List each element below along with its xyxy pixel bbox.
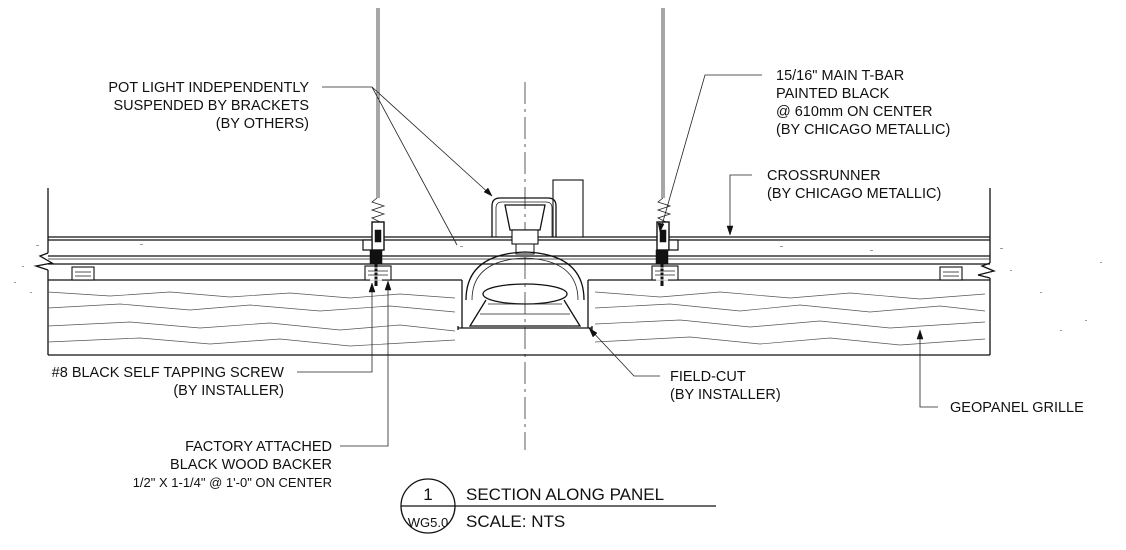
crossrunner-line-1: CROSSRUNNER <box>767 168 881 184</box>
field-cut-line-2: (BY INSTALLER) <box>670 387 781 403</box>
label-crossrunner: CROSSRUNNER (BY CHICAGO METALLIC) <box>767 168 941 202</box>
crossrunner-line-2: (BY CHICAGO METALLIC) <box>767 186 941 202</box>
screw-line-2: (BY INSTALLER) <box>173 383 284 399</box>
break-lines <box>33 188 997 355</box>
detail-scale: SCALE: NTS <box>466 512 565 531</box>
field-cut-line-1: FIELD-CUT <box>670 369 746 385</box>
speckles <box>14 244 1102 331</box>
field-cut-edges <box>457 280 593 330</box>
wood-backer-line-1: FACTORY ATTACHED <box>185 439 332 455</box>
tbar-line-3: @ 610mm ON CENTER <box>776 104 933 120</box>
detail-title: SECTION ALONG PANEL <box>466 485 664 504</box>
detail-number: 1 <box>423 485 432 504</box>
label-main-tbar: 15/16" MAIN T-BAR PAINTED BLACK @ 610mm … <box>776 68 950 138</box>
tbar-line-1: 15/16" MAIN T-BAR <box>776 68 904 84</box>
pot-light <box>465 179 585 327</box>
wood-backer-line-3: 1/2" X 1-1/4" @ 1'-0" ON CENTER <box>133 475 332 490</box>
wood-backers <box>71 265 963 281</box>
tbar-line-2: PAINTED BLACK <box>776 86 890 102</box>
wood-backer-line-2: BLACK WOOD BACKER <box>170 457 332 473</box>
pot-light-line-3: (BY OTHERS) <box>216 116 309 132</box>
geopanel-line-1: GEOPANEL GRILLE <box>950 400 1084 416</box>
geopanel-panel <box>47 279 990 356</box>
label-pot-light: POT LIGHT INDEPENDENTLY SUSPENDED BY BRA… <box>108 80 309 132</box>
screw-line-1: #8 BLACK SELF TAPPING SCREW <box>52 365 285 381</box>
detail-title-block: 1 WG5.0 SECTION ALONG PANEL SCALE: NTS <box>400 478 716 534</box>
label-screw: #8 BLACK SELF TAPPING SCREW (BY INSTALLE… <box>52 365 285 399</box>
tbar-line-4: (BY CHICAGO METALLIC) <box>776 122 950 138</box>
pot-light-line-1: POT LIGHT INDEPENDENTLY <box>108 80 309 96</box>
sheet-number: WG5.0 <box>408 515 448 530</box>
label-wood-backer: FACTORY ATTACHED BLACK WOOD BACKER 1/2" … <box>133 439 332 490</box>
label-geopanel: GEOPANEL GRILLE <box>950 400 1084 416</box>
bracket-left <box>362 197 386 286</box>
pot-light-line-2: SUSPENDED BY BRACKETS <box>113 98 309 114</box>
bracket-right <box>655 197 679 286</box>
suspension-wires <box>376 8 665 198</box>
label-field-cut: FIELD-CUT (BY INSTALLER) <box>670 369 781 403</box>
leader-lines <box>297 74 938 447</box>
